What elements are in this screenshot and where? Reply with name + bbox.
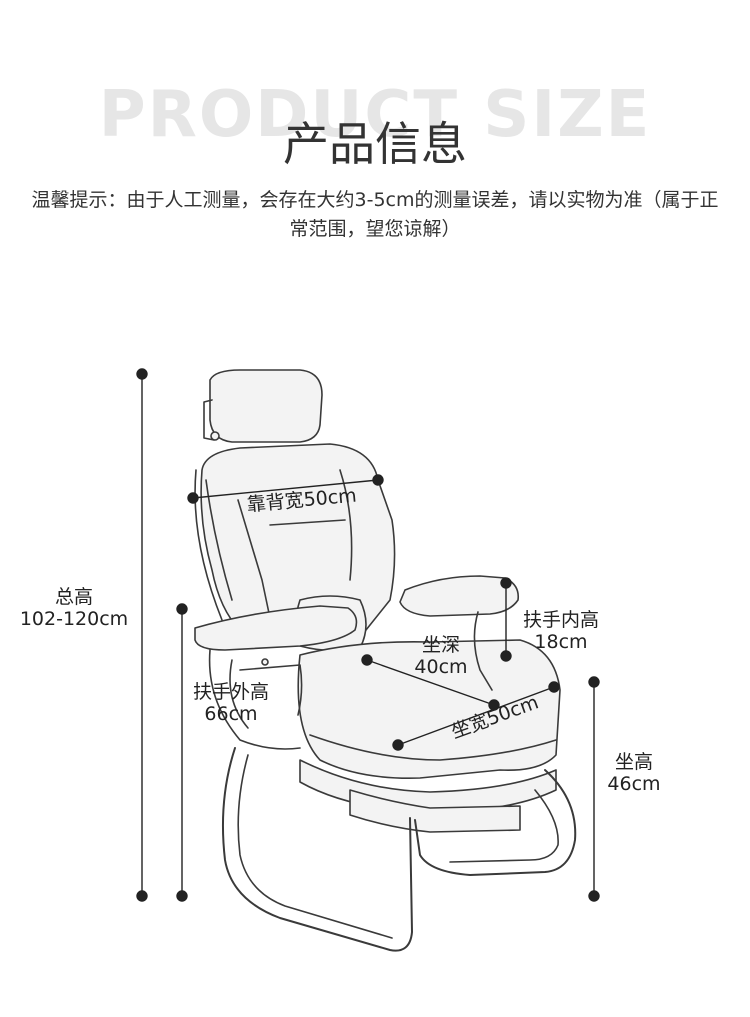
left-armrest-pad: [194, 605, 358, 651]
watermark-title: PRODUCT SIZE: [98, 78, 652, 152]
total-height-bottom-dot: [136, 890, 148, 902]
armrest-inner-height-name: 扶手内高: [522, 609, 599, 631]
backrest-width-line: [192, 479, 379, 499]
headrest-clip: [203, 399, 215, 441]
armrest-outer-height-name: 扶手外高: [192, 681, 269, 703]
seat-height-label: 坐高 46cm: [598, 751, 670, 795]
right-armrest-pad: [399, 575, 520, 617]
seat-width-right-dot: [548, 681, 560, 693]
chair-seat: [297, 639, 561, 779]
measurement-notice: 温馨提示：由于人工测量，会存在大约3-5cm的测量误差，请以实物为准（属于正常范…: [31, 189, 719, 240]
seat-height-value: 46cm: [607, 773, 661, 795]
backrest-width-left-dot: [187, 492, 199, 504]
seat-depth-label: 坐深 40cm: [406, 634, 476, 678]
seat-height-top-dot: [588, 676, 600, 688]
chair-headrest: [209, 369, 323, 443]
chair-base-right: [414, 769, 577, 876]
armrest-inner-bottom-dot: [500, 650, 512, 662]
seat-height-name: 坐高: [614, 751, 653, 773]
chair-base-left: [221, 747, 413, 952]
armrest-outer-height-label: 扶手外高 66cm: [184, 681, 278, 725]
total-height-label: 总高 102-120cm: [10, 586, 138, 630]
armrest-outer-top-dot: [176, 603, 188, 615]
seat-depth-name: 坐深: [421, 634, 460, 656]
armrest-inner-height-value: 18cm: [534, 631, 588, 653]
chair-illustration: [194, 369, 577, 952]
seat-height-bottom-dot: [588, 890, 600, 902]
armrest-support: [239, 664, 303, 716]
seat-depth-front-dot: [361, 654, 373, 666]
armrest-inner-height-label: 扶手内高 18cm: [512, 609, 610, 653]
seat-depth-value: 40cm: [414, 656, 468, 678]
armrest-outer-bottom-dot: [176, 890, 188, 902]
total-height-value: 102-120cm: [19, 608, 129, 630]
seat-width-left-dot: [392, 739, 404, 751]
seat-depth-line: [366, 659, 495, 706]
seat-width-line: [397, 686, 555, 746]
armrest-outer-height-value: 66cm: [204, 703, 258, 725]
page-title: 产品信息: [283, 117, 467, 171]
chair-footrest: [349, 789, 521, 833]
dimension-lines: [136, 368, 600, 902]
armrest-inner-top-dot: [500, 577, 512, 589]
backrest-width-right-dot: [372, 474, 384, 486]
total-height-name: 总高: [54, 586, 93, 608]
total-height-top-dot: [136, 368, 148, 380]
